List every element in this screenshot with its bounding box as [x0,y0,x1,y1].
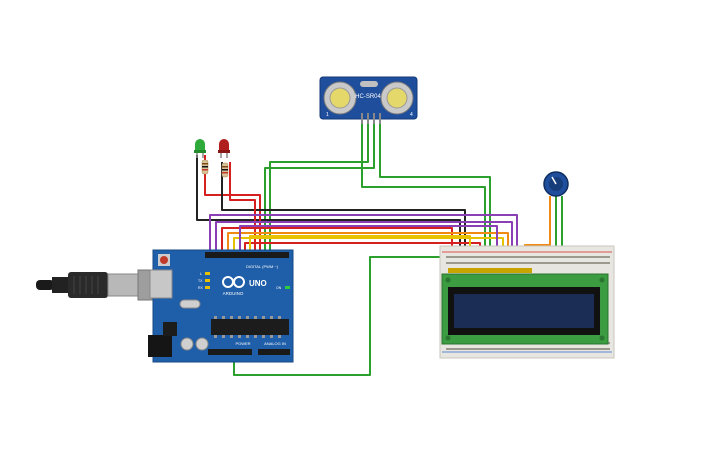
red-led[interactable] [218,139,230,158]
led-l [205,272,210,275]
power-jack [148,335,172,357]
wire-lcd-2 [215,221,513,268]
power-header [208,349,252,355]
red-led-resistor [221,162,229,178]
analog-header-label: ANALOG IN [264,341,286,346]
ultrasonic-sensor[interactable]: HC-SR04 1 4 [319,76,418,124]
wire-red-led-cathode [221,162,466,252]
led-rx-label: RX [198,286,204,290]
led-rx [205,286,210,289]
sensor-pins [361,113,381,124]
potentiometer[interactable] [543,171,569,197]
led-l-label: L [200,272,202,276]
sensor-pin-4-label: 4 [410,112,413,118]
sensor-pin-1-label: 1 [326,112,329,118]
led-tx [205,279,210,282]
arduino-model-label: UNO [249,279,267,288]
led-tx-label: TX [198,279,203,283]
lcd-screen [454,294,594,328]
wire-sensor-vcc [361,124,486,252]
wire-green-led-anode [204,155,261,252]
led-on-label: ON [276,286,282,290]
arduino-uno-board[interactable]: ARDUINO UNO DIGITAL (PWM ~) POWER ANALOG… [148,249,294,363]
analog-header [258,349,290,355]
usb-cable [36,269,159,301]
wire-lcd-1 [209,214,518,268]
sensor-model-label: HC-SR04 [355,94,381,100]
green-led-resistor [201,159,209,175]
crystal [179,299,201,309]
lcd-header-pins [448,268,532,273]
lcd-display [441,268,609,345]
arduino-logo [222,276,245,288]
digital-header [205,252,289,258]
wire-sensor-trig [269,124,369,252]
digital-header-label: DIGITAL (PWM ~) [246,264,279,269]
atmega-chip [211,319,289,335]
capacitor-1 [180,337,194,351]
power-header-label: POWER [235,341,250,346]
usb-jack [149,269,173,299]
wire-ground-return [233,256,448,376]
arduino-brand-label: ARDUINO [223,291,244,296]
capacitor-2 [195,337,209,351]
usb-chip [163,322,177,336]
green-led[interactable] [194,139,206,158]
led-on [285,286,290,289]
breadboard-holes-top [446,256,610,264]
potentiometer-knob-indicator [551,176,557,185]
